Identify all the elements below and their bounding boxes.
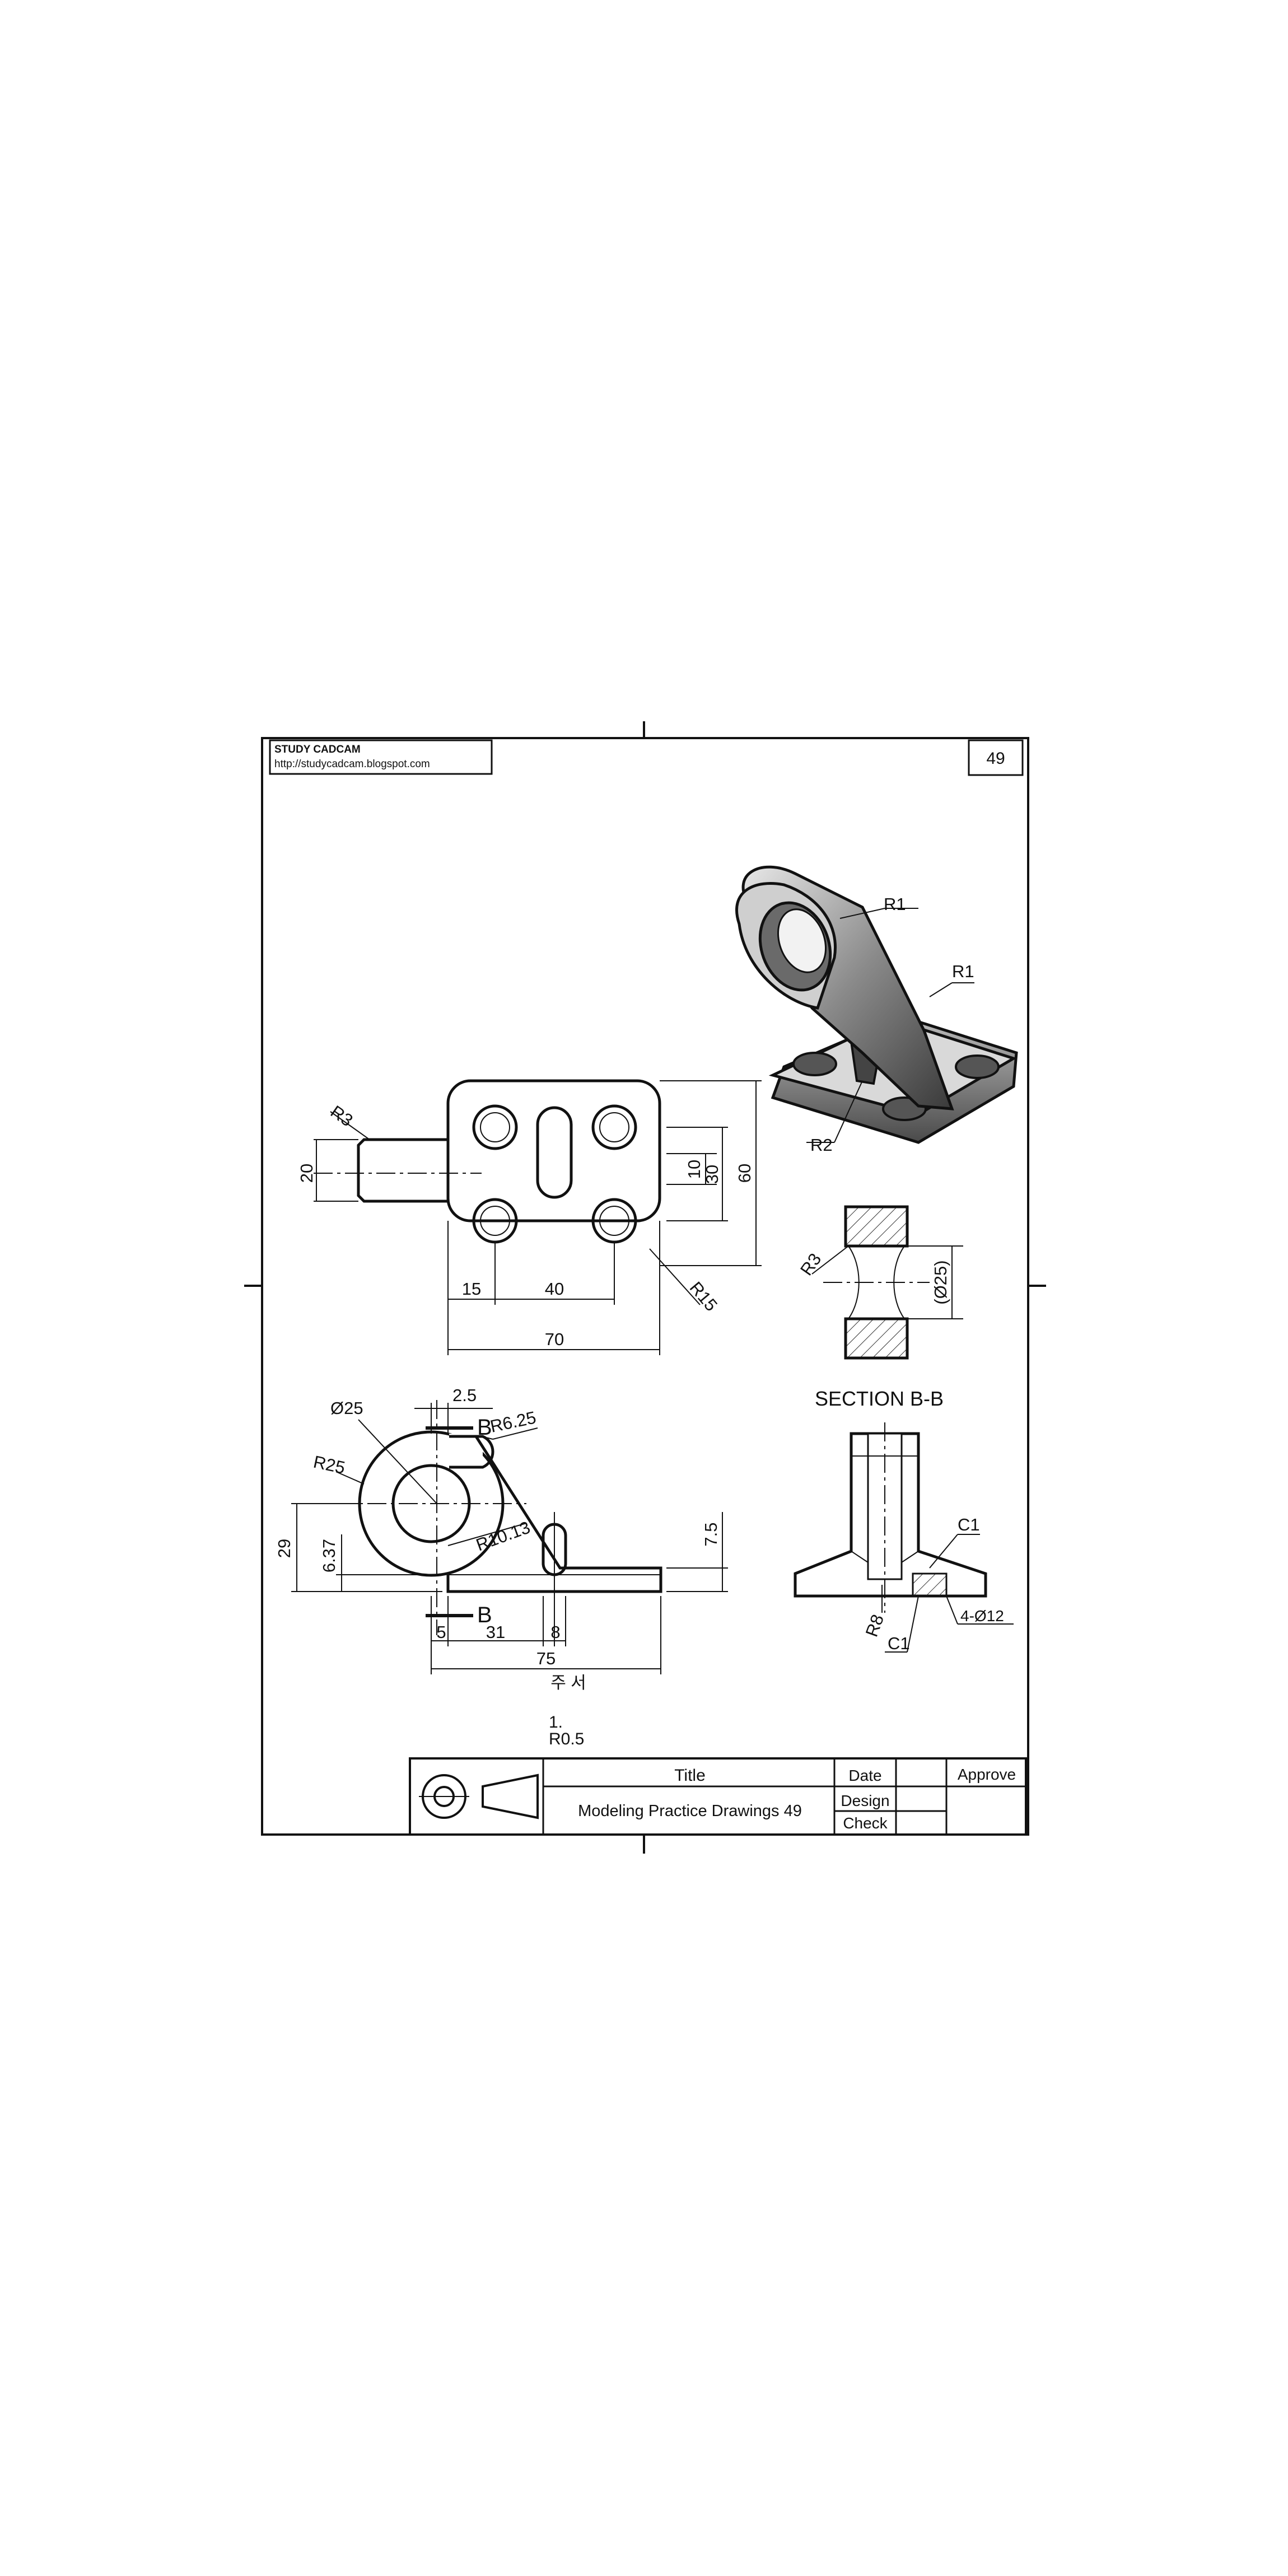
dim-10: 10 (684, 1160, 704, 1179)
dim-70: 70 (545, 1329, 564, 1349)
side-section-view: (Ø25) R3 (796, 1205, 963, 1360)
section-bb-view: SECTION B-B C1 4-Ø12 R8 C1 (794, 1387, 1014, 1653)
dim-2-5: 2.5 (452, 1385, 477, 1405)
projection-symbol-icon (419, 1774, 539, 1819)
dim-dia25: Ø25 (330, 1398, 363, 1418)
dim-8: 8 (550, 1622, 560, 1642)
dim-5: 5 (436, 1622, 446, 1642)
company-url: http://studycadcam.blogspot.com (274, 758, 430, 770)
dim-29: 29 (274, 1539, 294, 1558)
dim-30: 30 (702, 1165, 722, 1184)
dim-20: 20 (297, 1164, 316, 1183)
section-b-marker-bottom: B (477, 1603, 492, 1627)
iso-r1-top-label: R1 (884, 894, 906, 914)
dim-40: 40 (545, 1279, 564, 1299)
drawing-title: Modeling Practice Drawings 49 (578, 1802, 802, 1820)
notes-item-number: 1. (549, 1713, 563, 1732)
dim-31: 31 (486, 1622, 505, 1642)
notes-item-text: R0.5 (549, 1730, 584, 1748)
dim-75: 75 (536, 1649, 556, 1668)
section-holes-label: 4-Ø12 (960, 1607, 1004, 1625)
dim-r25: R25 (312, 1452, 347, 1478)
dim-r3: R3 (327, 1102, 357, 1130)
dim-r10-13: R10.13 (473, 1517, 533, 1555)
date-label: Date (848, 1767, 881, 1784)
dim-15: 15 (462, 1279, 481, 1299)
notes-heading: 주 서 (550, 1674, 586, 1692)
dim-r15: R15 (686, 1278, 721, 1315)
header-company-box: STUDY CADCAM http://studycadcam.blogspot… (269, 739, 493, 775)
notes: 주 서 1. R0.5 (549, 1674, 586, 1748)
section-b-marker-top: B (477, 1415, 492, 1440)
top-view: 20 R3 10 30 60 15 40 70 R15 (297, 1079, 762, 1355)
title-block: Title Modeling Practice Drawings 49 Date… (409, 1757, 1027, 1836)
dim-60: 60 (735, 1164, 754, 1183)
check-label: Check (843, 1814, 888, 1832)
dim-r6-25: R6.25 (488, 1407, 538, 1436)
section-c1-bottom: C1 (888, 1634, 910, 1653)
design-label: Design (841, 1792, 889, 1809)
iso-r2-label: R2 (810, 1135, 833, 1155)
title-label: Title (674, 1766, 706, 1785)
approve-label: Approve (958, 1766, 1016, 1783)
isometric-view: R1 R1 R2 (735, 865, 1018, 1155)
sheet-border (244, 721, 1046, 1854)
section-c1-top: C1 (958, 1515, 980, 1534)
section-r8-label: R8 (862, 1612, 888, 1639)
iso-r1-right-label: R1 (952, 962, 974, 981)
section-bb-title: SECTION B-B (815, 1387, 944, 1410)
company-name: STUDY CADCAM (274, 744, 361, 755)
dim-7-5: 7.5 (701, 1522, 721, 1546)
front-view: 2.5 B B Ø25 R6.25 R25 R10.13 29 6.37 7.5… (274, 1385, 728, 1674)
page-number-box: 49 (968, 739, 1024, 776)
dim-dia25-ref: (Ø25) (931, 1260, 950, 1304)
side-r3-label: R3 (796, 1249, 825, 1279)
dim-6-37: 6.37 (319, 1539, 339, 1572)
page-number: 49 (986, 749, 1005, 768)
